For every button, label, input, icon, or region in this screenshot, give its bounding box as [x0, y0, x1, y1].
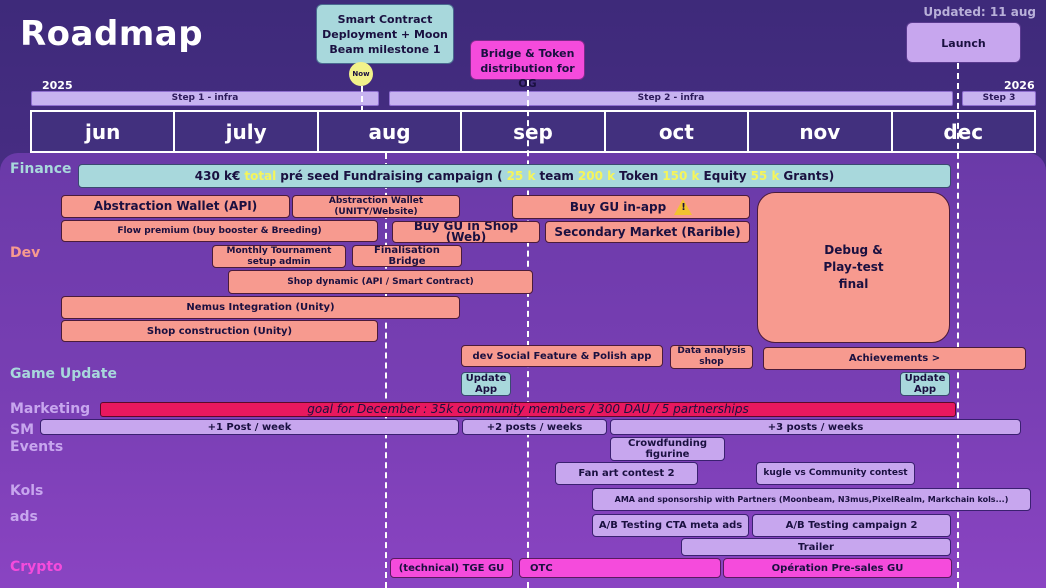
finance-amount: 430 k€ — [194, 168, 241, 183]
game-social-feature: dev Social Feature & Polish app — [461, 345, 663, 367]
dev-flow-premium: Flow premium (buy booster & Breeding) — [61, 220, 378, 242]
finance-fundraising-bar: 430 k€ total pré seed Fundraising campai… — [78, 164, 951, 188]
step-2-bar: Step 2 - infra — [389, 91, 953, 106]
milestone-launch: Launch — [906, 22, 1021, 63]
page-title: Roadmap — [20, 14, 204, 54]
month-july: july — [175, 112, 319, 151]
month-sep: sep — [462, 112, 606, 151]
buy-gu-app-label: Buy GU in-app — [569, 199, 667, 214]
milestone-smart-contract: Smart Contract Deployment + Moon Beam mi… — [316, 4, 454, 64]
cat-dev: Dev — [10, 245, 41, 261]
cat-marketing: Marketing — [10, 401, 91, 417]
month-oct: oct — [606, 112, 750, 151]
sm-post-1: +1 Post / week — [40, 419, 459, 435]
dev-shop-construction: Shop construction (Unity) — [61, 320, 378, 342]
finance-team: team — [539, 168, 574, 183]
month-aug: aug — [319, 112, 463, 151]
year-start: 2025 — [42, 79, 73, 92]
cat-sm: SM — [10, 422, 35, 438]
now-line-top — [361, 86, 363, 112]
dev-buy-gu-app: Buy GU in-app ! — [512, 195, 750, 219]
year-end: 2026 — [1004, 79, 1035, 92]
dev-shop-dynamic: Shop dynamic (API / Smart Contract) — [228, 270, 533, 294]
kols-ama: AMA and sponsorship with Partners (Moonb… — [592, 488, 1031, 511]
updated-label: Updated: 11 aug — [923, 5, 1036, 19]
game-update-app-2: Update App — [900, 372, 950, 396]
dev-finalisation-bridge: Finalisation Bridge — [352, 245, 462, 267]
cat-finance: Finance — [10, 161, 72, 177]
sep-line — [527, 80, 529, 588]
finance-grants: Grants) — [783, 168, 835, 183]
cat-ads: ads — [10, 509, 38, 525]
finance-total: total — [244, 168, 277, 183]
finance-grants-amount: 55 k — [750, 168, 780, 183]
crypto-otc: OTC — [519, 558, 721, 578]
cat-game-update: Game Update — [10, 366, 117, 382]
now-marker: Now — [349, 62, 373, 86]
finance-token-amount: 200 k — [577, 168, 616, 183]
events-fan-art: Fan art contest 2 — [555, 462, 698, 485]
month-header: jun july aug sep oct nov dec — [30, 110, 1036, 153]
dev-abstraction-unity: Abstraction Wallet (UNITY/Website) — [292, 195, 460, 218]
dev-monthly-tournament: Monthly Tournament setup admin — [212, 245, 346, 268]
game-achievements: Achievements > — [763, 347, 1026, 370]
milestone-bridge: Bridge & Token distribution for OG — [470, 40, 585, 90]
events-kugle: kugle vs Community contest — [756, 462, 915, 485]
cat-crypto: Crypto — [10, 559, 63, 575]
crypto-tge: (technical) TGE GU — [390, 558, 513, 578]
warning-icon: ! — [674, 199, 693, 215]
step-1-bar: Step 1 - infra — [31, 91, 379, 106]
month-nov: nov — [749, 112, 893, 151]
dev-secondary-market: Secondary Market (Rarible) — [545, 221, 750, 243]
month-jun: jun — [32, 112, 176, 151]
game-update-app-1: Update App — [461, 372, 511, 396]
aug-line — [385, 153, 387, 588]
finance-equity-amount: 150 k — [662, 168, 700, 183]
finance-token: Token — [619, 168, 659, 183]
sm-post-3: +3 posts / weeks — [610, 419, 1021, 435]
step-3-bar: Step 3 — [962, 91, 1036, 106]
ads-ab-campaign: A/B Testing campaign 2 — [752, 514, 951, 537]
events-crowdfunding: Crowdfunding figurine — [610, 437, 725, 461]
cat-kols: Kols — [10, 483, 44, 499]
dev-debug-playtest: Debug & Play-test final — [757, 192, 950, 343]
dev-buy-gu-web: Buy GU in Shop (Web) — [392, 221, 540, 243]
ads-trailer: Trailer — [681, 538, 951, 556]
cat-events: Events — [10, 439, 64, 455]
game-data-analysis: Data analysis shop — [670, 345, 753, 369]
finance-campaign: pré seed Fundraising campaign ( — [280, 168, 503, 183]
sm-post-2: +2 posts / weeks — [462, 419, 607, 435]
month-dec: dec — [943, 120, 984, 144]
dev-abstraction-api: Abstraction Wallet (API) — [61, 195, 290, 218]
marketing-goal: goal for December : 35k community member… — [100, 402, 956, 417]
finance-team-amount: 25 k — [506, 168, 536, 183]
crypto-presales: Opération Pre-sales GU — [723, 558, 952, 578]
dec-line — [957, 63, 959, 588]
ads-ab-cta: A/B Testing CTA meta ads — [592, 514, 749, 537]
finance-equity: Equity — [703, 168, 747, 183]
dev-nemus-integration: Nemus Integration (Unity) — [61, 296, 460, 319]
